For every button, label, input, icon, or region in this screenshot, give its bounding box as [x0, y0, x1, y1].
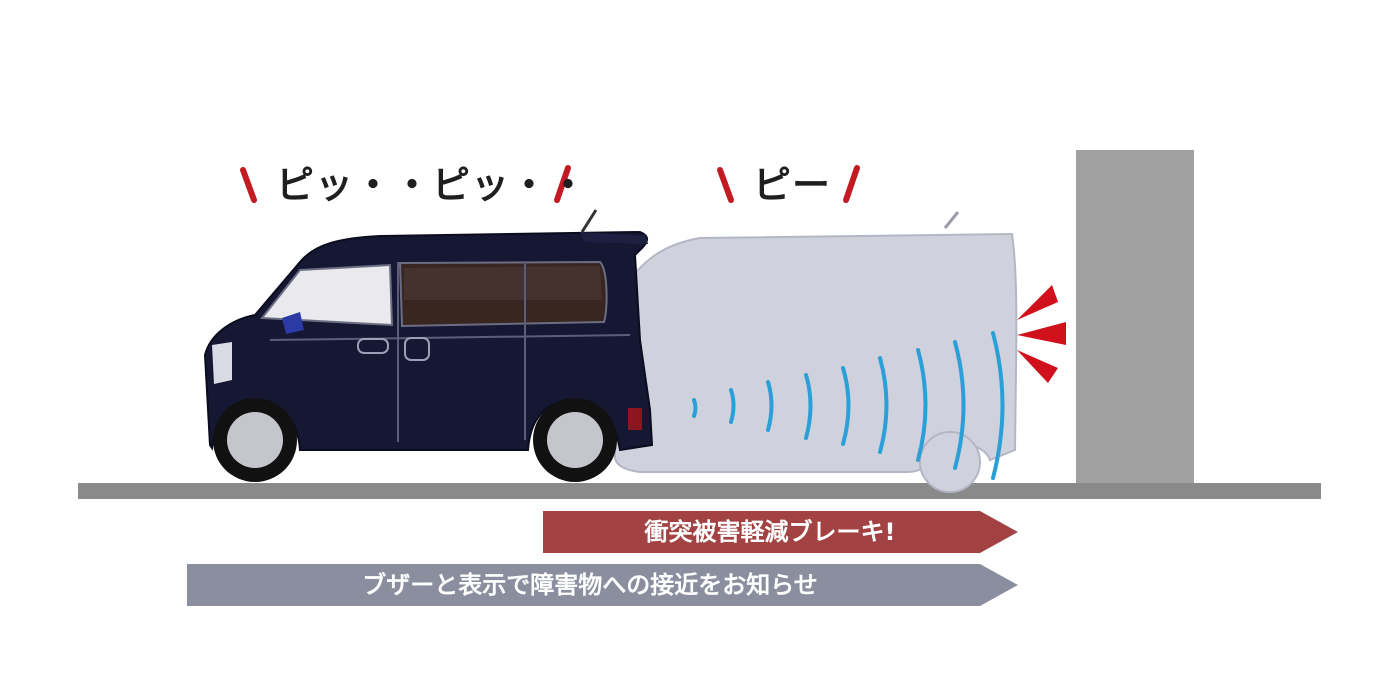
brake-arrow	[543, 511, 1018, 553]
ground	[78, 483, 1321, 499]
impact-marks	[1017, 285, 1066, 383]
sonar-waves	[692, 331, 1005, 480]
warning-label: ブザーと表示で障害物への接近をお知らせ	[362, 571, 818, 599]
van	[203, 209, 654, 482]
wall	[1076, 150, 1194, 485]
warning-arrow	[187, 564, 1018, 606]
ghost-van	[613, 211, 1018, 493]
brake-label: 衝突被害軽減ブレーキ!	[644, 518, 896, 546]
sound-intermittent: ピッ・・ピッ・・	[276, 163, 589, 207]
sound-marks	[240, 165, 860, 203]
sound-continuous: ピー	[753, 163, 832, 207]
